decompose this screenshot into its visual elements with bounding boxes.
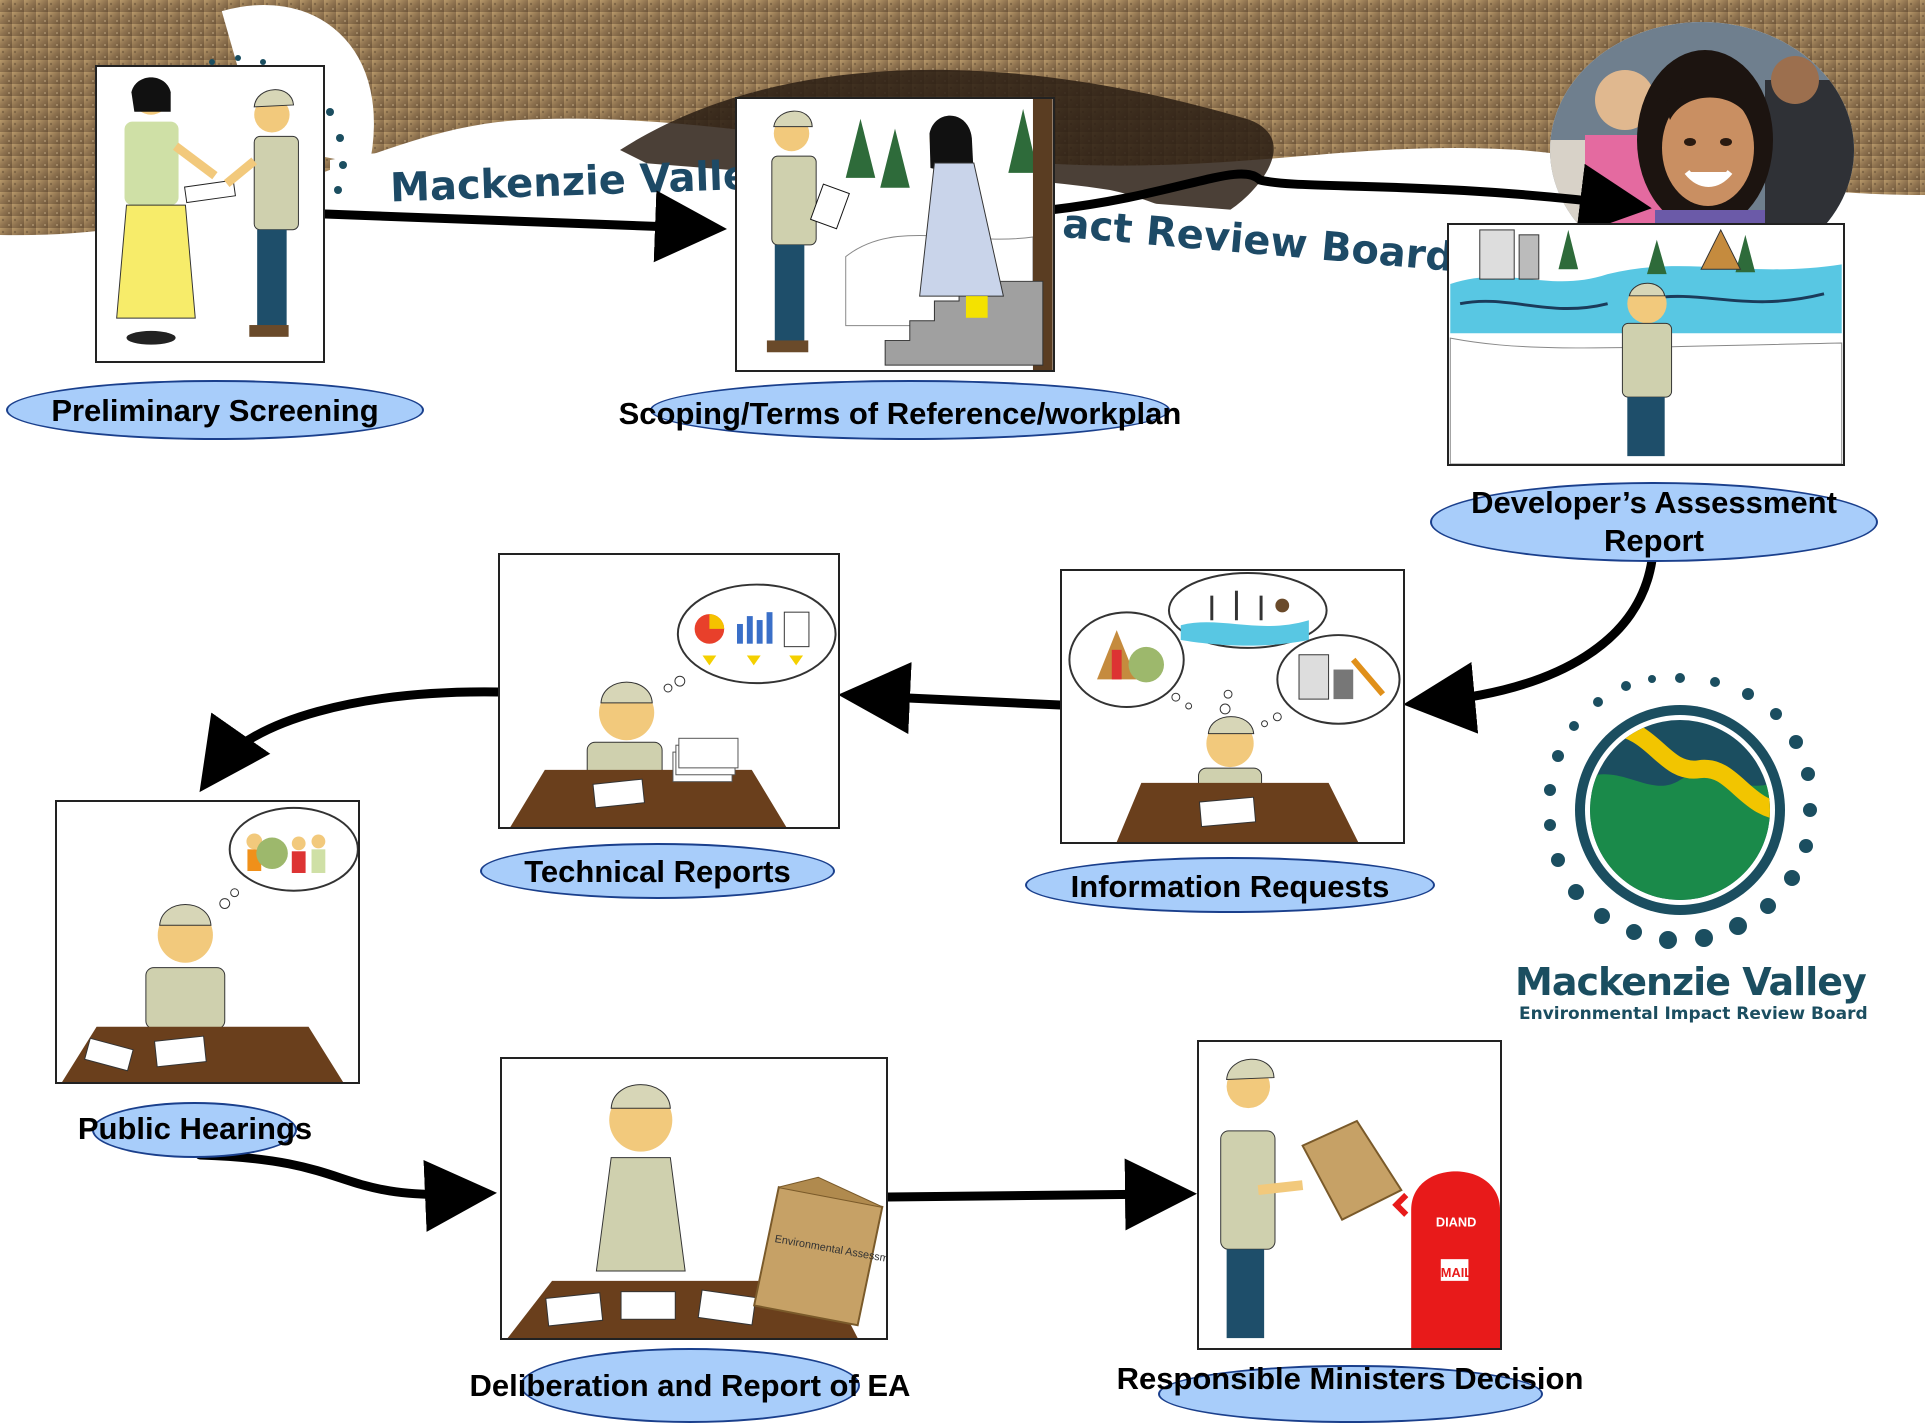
step-label-preliminary: Preliminary Screening xyxy=(51,393,379,428)
step-label-ministers: Responsible Ministers Decision xyxy=(1116,1361,1584,1396)
arrow-deliberation-to-ministers xyxy=(883,1158,1197,1231)
step-pill-developer xyxy=(1430,482,1878,562)
step-pill-hearings xyxy=(92,1102,297,1158)
mailbox-bottom-text: MAIL xyxy=(1441,1265,1472,1280)
step-label-deliberation: Deliberation and Report of EA xyxy=(469,1368,911,1403)
information-requests-illustration xyxy=(1060,569,1405,844)
step-label-developer: Developer’s Assessment Report xyxy=(1471,485,1837,558)
step-pill-deliberation xyxy=(520,1348,860,1423)
step-pill-ministers xyxy=(1158,1365,1543,1423)
step-label-technical: Technical Reports xyxy=(524,854,791,889)
step-pill-information xyxy=(1025,857,1435,913)
technical-reports-illustration xyxy=(498,553,840,829)
logo-emblem xyxy=(1544,673,1817,949)
ministers-decision-illustration: DIAND MAIL xyxy=(1197,1040,1502,1350)
mveirb-logo: Mackenzie Valley Environmental Impact Re… xyxy=(1515,670,1868,1030)
step-label-hearings: Public Hearings xyxy=(77,1111,313,1146)
arrow-technical-to-hearings xyxy=(199,687,503,793)
developer-assessment-illustration xyxy=(1447,223,1845,466)
step-pill-preliminary xyxy=(6,380,424,440)
step-pill-scoping xyxy=(650,380,1170,440)
step-pill-technical xyxy=(480,843,835,899)
arrow-hearings-to-deliberation xyxy=(195,1150,497,1232)
step-label-scoping: Scoping/Terms of Reference/workplan xyxy=(618,396,1182,431)
public-hearings-illustration xyxy=(55,800,360,1084)
step-label-information: Information Requests xyxy=(1070,869,1390,904)
mailbox-top-text: DIAND xyxy=(1436,1215,1477,1230)
deliberation-illustration: Environmental Assessment xyxy=(500,1057,888,1340)
preliminary-screening-illustration xyxy=(95,65,325,363)
logo-subtitle: Environmental Impact Review Board xyxy=(1519,1004,1868,1024)
child-portrait-photo xyxy=(1550,22,1854,260)
arrow-information-to-technical xyxy=(838,662,1065,735)
logo-title: Mackenzie Valley xyxy=(1515,960,1867,1004)
scoping-illustration xyxy=(735,97,1055,372)
